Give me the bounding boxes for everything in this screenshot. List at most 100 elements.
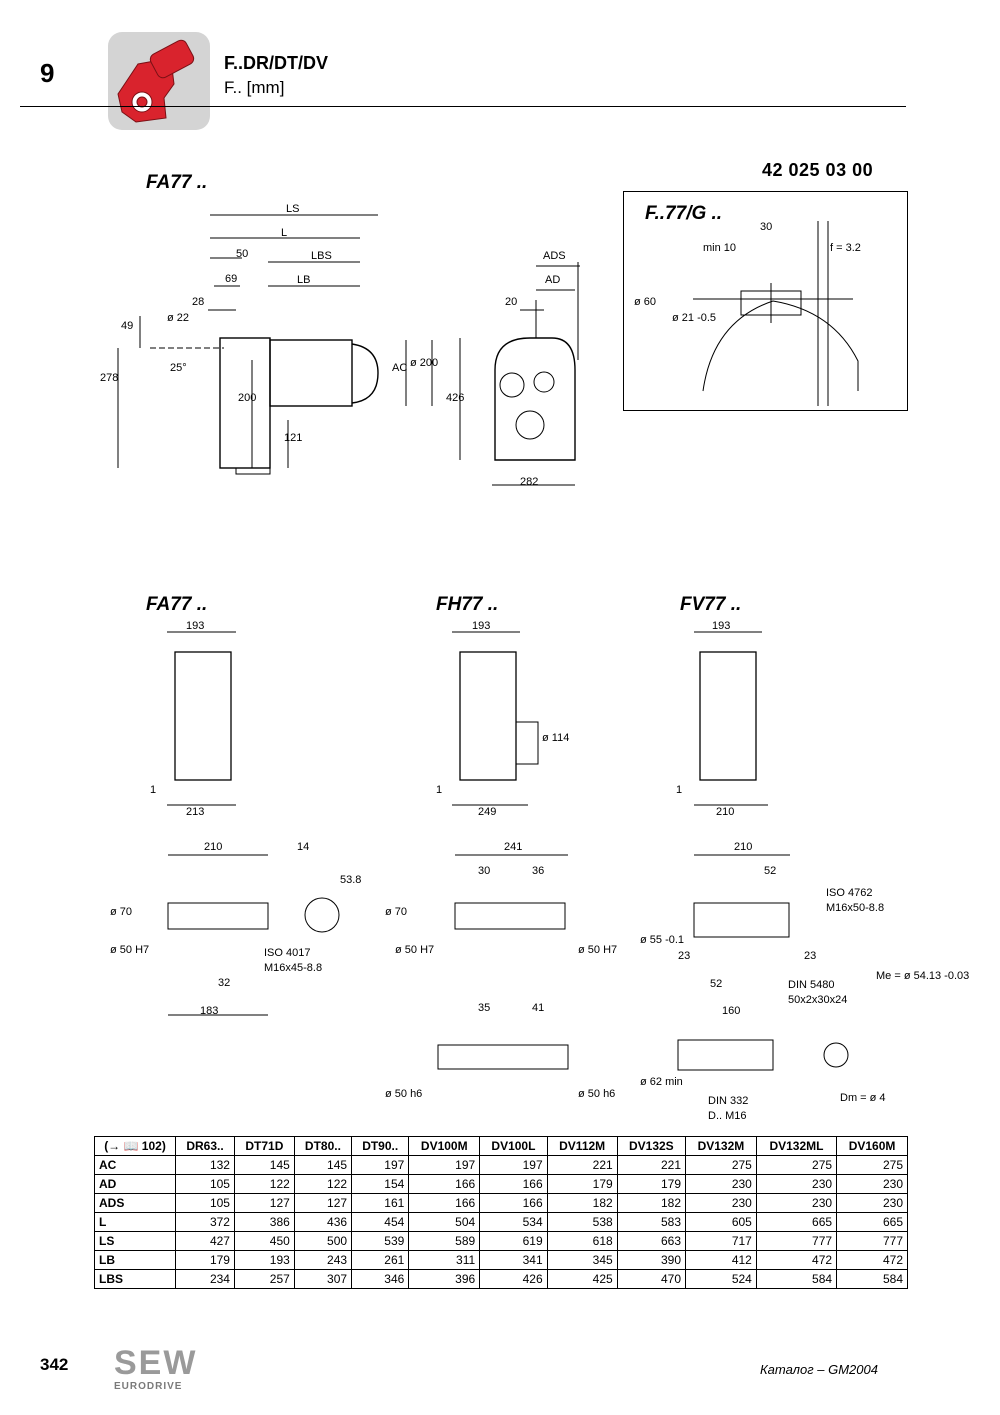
row-label: AD	[94, 1174, 176, 1194]
table-cell: 197	[479, 1155, 548, 1175]
table-cell: 122	[233, 1174, 295, 1194]
table-cell: 450	[233, 1231, 295, 1251]
table-cell: 132	[175, 1155, 235, 1175]
table-cell: 230	[755, 1193, 838, 1213]
fv77-label: FV77 ..	[680, 594, 742, 615]
table-cell: 589	[408, 1231, 481, 1251]
inset-dim-f: f = 3.2	[830, 242, 861, 254]
fv-shaft-23-b: 23	[804, 950, 817, 962]
table-cell: 619	[479, 1231, 548, 1251]
table-cell: 372	[175, 1212, 235, 1232]
fa-dim-1: 1	[150, 784, 157, 796]
fh-dim-249: 249	[478, 806, 497, 818]
table-cell: 534	[479, 1212, 548, 1232]
table-cell: 345	[546, 1250, 618, 1270]
page-title: F..DR/DT/DV	[224, 53, 329, 73]
dimension-table: (→ 📖 102) DR63.. DT71D DT80.. DT90.. DV1…	[94, 1136, 908, 1289]
fa-shaft-70: ø 70	[110, 906, 133, 918]
table-cell: 243	[293, 1250, 353, 1270]
table-cell: 145	[293, 1155, 353, 1175]
fv-dim-210: 210	[716, 806, 735, 818]
table-cell: 166	[479, 1193, 548, 1213]
fv-shaft-me: Me = ø 54.13 -0.03	[876, 970, 970, 982]
table-cell: 221	[616, 1155, 687, 1175]
table-cell: 436	[293, 1212, 353, 1232]
table-cell: 307	[293, 1269, 353, 1289]
table-cell: 105	[175, 1174, 235, 1194]
table-cell: 605	[685, 1212, 757, 1232]
inset-detail	[693, 221, 859, 406]
table-cell: 179	[175, 1250, 235, 1270]
header-rule	[20, 106, 906, 107]
dim-25deg: 25°	[170, 362, 187, 374]
fh-shaft-50h7: ø 50 H7	[395, 944, 435, 956]
fv-shaft-55: ø 55 -0.1	[640, 934, 685, 946]
table-cell: 311	[408, 1250, 481, 1270]
table-cell: 524	[685, 1269, 757, 1289]
row-label: L	[94, 1212, 176, 1232]
table-cell: 717	[685, 1231, 757, 1251]
dim-ac: AC	[392, 362, 408, 374]
col-header: DV132ML	[755, 1136, 838, 1156]
technical-drawing	[117, 214, 859, 1071]
dim-22: ø 22	[167, 312, 190, 324]
table-cell: 663	[616, 1231, 687, 1251]
col-header: DV100M	[408, 1136, 481, 1156]
table-cell: 193	[233, 1250, 295, 1270]
table-cell: 584	[755, 1269, 838, 1289]
dim-49: 49	[121, 320, 134, 332]
dim-ad: AD	[545, 274, 561, 286]
table-cell: 665	[836, 1212, 908, 1232]
table-header-row: (→ 📖 102) DR63.. DT71D DT80.. DT90.. DV1…	[94, 1136, 908, 1156]
table-cell: 166	[408, 1174, 481, 1194]
fh-shaft-241: 241	[504, 841, 523, 853]
inset-detail-frame	[623, 191, 908, 411]
fh-shaft-35: 35	[478, 1002, 491, 1014]
fh-shaft-50h7-b: ø 50 H7	[578, 944, 618, 956]
table-cell: 230	[836, 1193, 908, 1213]
table-cell: 166	[408, 1193, 481, 1213]
table-cell: 197	[351, 1155, 410, 1175]
table-cell: 396	[408, 1269, 481, 1289]
row-label: ADS	[94, 1193, 176, 1213]
iso4017-b: M16x45-8.8	[264, 962, 323, 974]
fh-shaft-50h6: ø 50 h6	[385, 1088, 423, 1100]
inset-label: F..77/G ..	[645, 203, 723, 224]
table-cell: 454	[351, 1212, 410, 1232]
fv-shaft-62: ø 62 min	[640, 1076, 683, 1088]
catalog-name: Каталог – GM2004	[760, 1362, 878, 1377]
table-cell: 538	[546, 1212, 618, 1232]
table-cell: 275	[685, 1155, 757, 1175]
dim-69: 69	[225, 273, 238, 285]
fa-shaft-detail	[167, 854, 340, 1016]
table-cell: 386	[233, 1212, 295, 1232]
sew-logo: SEW	[114, 1344, 198, 1382]
table-cell: 257	[233, 1269, 295, 1289]
fv-dim-193: 193	[712, 620, 731, 632]
col-header: DT90..	[351, 1136, 410, 1156]
table-cell: 777	[755, 1231, 838, 1251]
table-cell: 261	[351, 1250, 410, 1270]
fh77-view	[452, 631, 539, 806]
table-cell: 427	[175, 1231, 235, 1251]
table-cell: 539	[351, 1231, 410, 1251]
table-cell: 426	[479, 1269, 548, 1289]
table-cell: 122	[293, 1174, 353, 1194]
fv-shaft-210: 210	[734, 841, 753, 853]
din5480-b: 50x2x30x24	[788, 994, 848, 1006]
table-cell: 341	[479, 1250, 548, 1270]
dim-426: 426	[446, 392, 465, 404]
iso4762-b: M16x50-8.8	[826, 902, 885, 914]
table-cell: 470	[616, 1269, 687, 1289]
col-header: DV100L	[479, 1136, 548, 1156]
col-header: DV132S	[616, 1136, 687, 1156]
col-header: (→ 📖 102)	[94, 1136, 176, 1156]
fh-dim-1: 1	[436, 784, 443, 796]
col-header: DV112M	[546, 1136, 618, 1156]
table-cell: 221	[546, 1155, 618, 1175]
main-front-view	[459, 262, 580, 486]
iso4762-a: ISO 4762	[826, 887, 873, 899]
